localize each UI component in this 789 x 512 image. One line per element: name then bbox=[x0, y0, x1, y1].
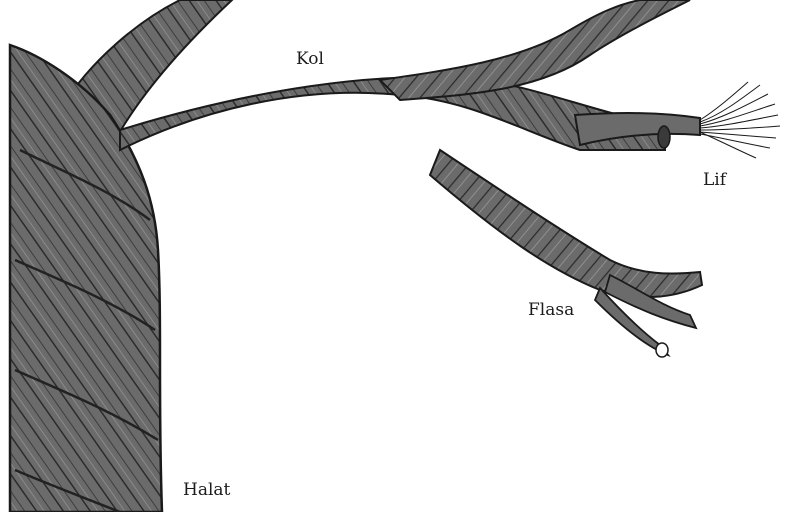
label-lif: Lif bbox=[703, 170, 726, 190]
rope-kol-upper-strand bbox=[380, 0, 690, 100]
label-flasa: Flasa bbox=[528, 300, 574, 320]
label-kol: Kol bbox=[296, 49, 324, 69]
lif-end-cap bbox=[658, 126, 670, 148]
label-halat: Halat bbox=[183, 480, 230, 500]
rope-halat bbox=[10, 45, 162, 512]
rope-flasa bbox=[430, 150, 702, 297]
flasa-end-cap bbox=[656, 343, 668, 357]
lif-fibers bbox=[700, 82, 780, 158]
